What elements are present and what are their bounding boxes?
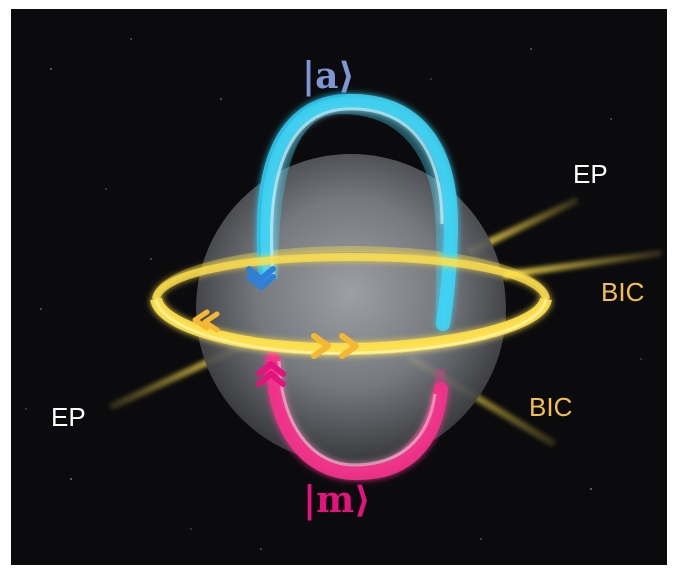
- ket-m-label: |m⟩: [303, 479, 371, 521]
- double-chevron-left-icon: [192, 309, 220, 333]
- double-chevron-up-icon: [256, 361, 286, 387]
- double-chevron-right-icon: [311, 333, 359, 359]
- bic-label-lower-right: BIC: [529, 392, 573, 422]
- ep-label-top-right: EP: [573, 159, 608, 189]
- double-chevron-down-icon: [246, 266, 276, 290]
- beam-bic-right: [501, 250, 662, 279]
- bic-label-right: BIC: [601, 277, 645, 307]
- diagram-canvas: [25, 38, 662, 550]
- loop-m: [266, 352, 448, 481]
- diagram-frame: |a⟩ |m⟩ EP BIC BIC EP: [11, 9, 667, 565]
- starfield: [25, 38, 642, 550]
- beam-ep-top-right: [466, 197, 579, 255]
- sphere: [196, 154, 506, 464]
- ep-label-left: EP: [51, 402, 86, 432]
- ket-a-label: |a⟩: [302, 55, 355, 97]
